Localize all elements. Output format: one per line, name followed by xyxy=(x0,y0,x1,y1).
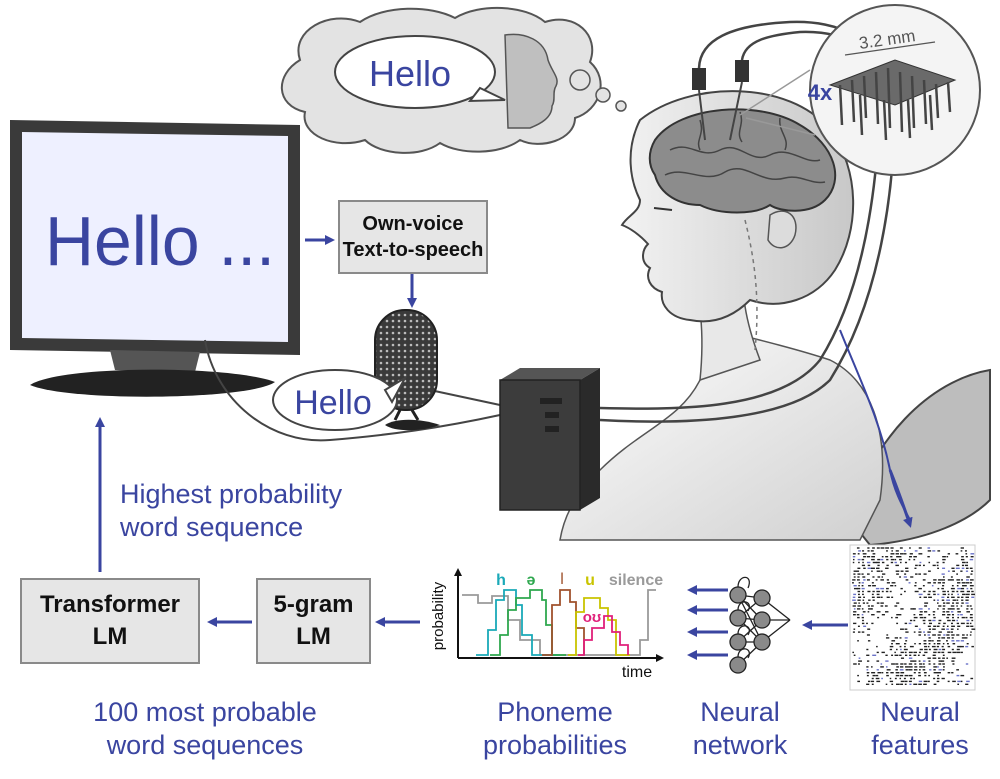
network-line-1: Neural xyxy=(700,697,780,727)
plot-x-label: time xyxy=(622,664,652,681)
ngram-line-1: 5-gram xyxy=(273,591,354,618)
neural-network-graphic xyxy=(687,576,791,674)
arrow-brain-to-features xyxy=(888,469,913,528)
phoneme-label-ou: oʊ xyxy=(583,609,601,626)
highest-line-1: Highest probability xyxy=(120,479,343,509)
most-probable-line-1: 100 most probable xyxy=(93,697,317,727)
monitor: Hello ... xyxy=(10,120,300,397)
most-probable-line-2: word sequences xyxy=(106,730,304,760)
thought-cloud: Hello xyxy=(280,6,627,154)
flow-arrows xyxy=(95,235,913,630)
phoneme-label-schwa: ə xyxy=(527,572,536,589)
electrode-count-label: 4x xyxy=(808,80,833,105)
network-output-arrows xyxy=(687,585,728,660)
highest-probability-label: Highest probability word sequence xyxy=(120,478,342,544)
transformer-line-1: Transformer xyxy=(39,591,181,618)
phoneme-line-1: Phoneme xyxy=(497,697,613,727)
highest-line-2: word sequence xyxy=(120,512,304,542)
tts-line-2: Text-to-speech xyxy=(342,239,484,261)
transformer-line-2: LM xyxy=(92,623,128,650)
phoneme-label-u: u xyxy=(585,572,595,589)
phoneme-label-silence: silence xyxy=(609,572,663,589)
neural-network-label: Neural network xyxy=(680,696,800,762)
most-probable-label: 100 most probable word sequences xyxy=(60,696,350,762)
thought-bubble-text: Hello xyxy=(369,53,451,94)
tts-box: Own-voice Text-to-speech xyxy=(338,200,488,274)
speaker-bubble-text: Hello xyxy=(294,384,371,422)
features-line-1: Neural xyxy=(880,697,960,727)
neural-features-label: Neural features xyxy=(855,696,985,762)
phoneme-probability-plot: probability time h ə l u oʊ silence xyxy=(430,568,664,681)
neural-features-raster xyxy=(849,544,976,691)
ngram-lm-box: 5-gram LM xyxy=(256,578,371,664)
person-illustration xyxy=(559,20,991,547)
features-line-2: features xyxy=(871,730,969,760)
computer-tower xyxy=(499,368,600,511)
speaker: Hello xyxy=(204,309,501,442)
monitor-screen-text: Hello ... xyxy=(45,202,275,280)
phoneme-label-l: l xyxy=(560,571,564,588)
plot-y-label: probability xyxy=(430,581,447,650)
phoneme-probabilities-label: Phoneme probabilities xyxy=(465,696,645,762)
phoneme-line-2: probabilities xyxy=(482,730,628,760)
ngram-line-2: LM xyxy=(296,623,331,650)
tts-line-1: Own-voice xyxy=(362,213,464,235)
network-line-2: network xyxy=(692,730,788,760)
electrode-spikes xyxy=(838,67,952,141)
transformer-lm-box: Transformer LM xyxy=(20,578,200,664)
phoneme-label-h: h xyxy=(496,572,506,589)
electrode-array-inset: 3.2 mm 4x xyxy=(739,4,981,176)
